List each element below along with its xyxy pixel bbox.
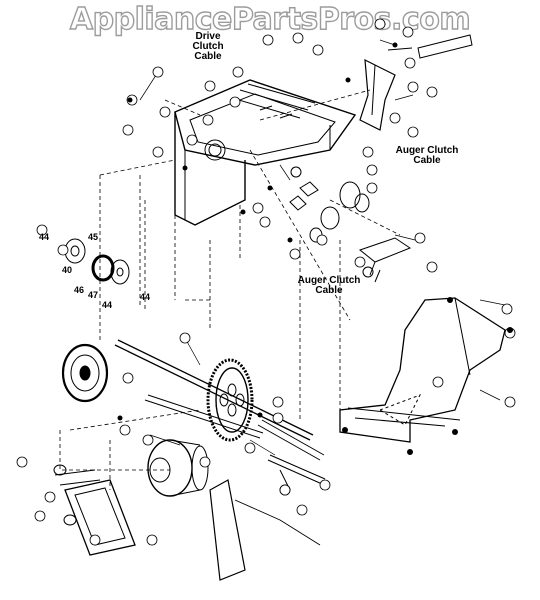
output-shaft xyxy=(257,419,326,485)
auger-clutch-cable-upper-label: Auger Clutch Cable xyxy=(395,145,459,166)
pulley-stack xyxy=(289,166,370,243)
phantom-lines xyxy=(59,89,401,490)
housing-frame xyxy=(174,79,357,226)
callout-44-middle: 44 xyxy=(101,300,112,310)
left-pulley-parts xyxy=(64,238,130,285)
part-number-bubbles xyxy=(16,18,516,546)
callout-46: 46 xyxy=(73,285,84,295)
drive-clutch-cable-label: Drive Clutch Cable xyxy=(192,31,224,62)
callout-40: 40 xyxy=(61,265,72,275)
top-lever xyxy=(387,34,473,59)
main-shaft xyxy=(114,339,314,441)
right-bracket xyxy=(359,58,396,131)
auger-shield xyxy=(339,297,506,443)
lower-lever xyxy=(209,469,321,581)
callout-47: 47 xyxy=(87,290,98,300)
large-gear xyxy=(206,358,254,442)
hardware-bolts xyxy=(117,42,513,455)
callout-44-right: 44 xyxy=(139,292,150,302)
drive-pulley xyxy=(61,343,109,403)
callout-44-top: 44 xyxy=(38,232,49,242)
friction-wheel xyxy=(147,439,209,497)
leader-lines xyxy=(139,39,506,456)
auger-clutch-cable-lower-label: Auger Clutch Cable xyxy=(297,275,361,296)
auger-bracket xyxy=(358,237,412,283)
callout-45: 45 xyxy=(87,232,98,242)
